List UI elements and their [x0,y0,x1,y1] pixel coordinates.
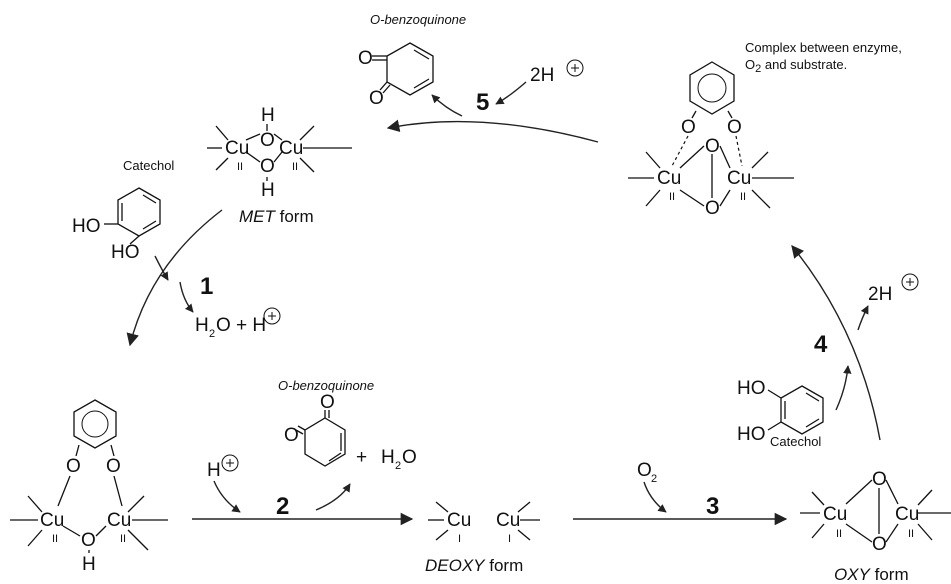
met-o-bottom: O [260,156,275,177]
step-4-label: 4 [814,331,828,358]
met-cu-left: Cu [225,138,249,159]
o2-step3-o: O [637,460,652,481]
met-form-label: MET form [239,207,314,226]
catechol-left: Catechol HO HO [72,158,174,263]
complex-left-h-bridge: H [82,554,96,575]
met-catechol-complex: O O Cu Cu II II O H [10,399,168,575]
obenzoquinone-top: O-benzoquinone O O [358,12,466,109]
complex-right-o2: O [727,117,742,138]
complex-left-ox1: II [52,533,58,545]
oxy-cu-left: Cu [823,504,847,525]
complex-right-ox1: II [669,191,675,203]
catechol-right-ho1: HO [737,378,766,399]
h2o-step2-sub: 2 [395,460,401,472]
catechol-right-label: Catechol [770,434,821,449]
deoxy-ox-left: I [458,533,461,545]
obenzoquinone-bottom-label: O-benzoquinone [278,378,374,393]
complex-label-line1: Complex between enzyme, [745,40,902,55]
enzyme-o2-substrate-complex: O O O O Cu Cu II II [628,61,794,219]
catechol-left-ho1: HO [72,216,101,237]
oxy-ox-right: II [908,528,914,540]
h-plus-step2: H [207,454,239,481]
h2o-step2-h: H [381,447,395,468]
met-o-top: O [260,130,275,151]
quinone-top-o1: O [358,48,373,69]
step-5-label: 5 [476,89,489,116]
complex-right-cu2: Cu [727,168,751,189]
oxy-form-label: OXY form [834,565,909,584]
deoxy-cu-left: Cu [447,510,471,531]
h2o-step2-o: O [402,447,417,468]
deoxy-form-structure: Cu Cu I I [428,501,540,545]
met-h-bottom: H [261,180,275,201]
met-h-top: H [261,105,275,126]
deoxy-form-label: DEOXY form [425,556,523,575]
complex-left-ox2: II [120,533,126,545]
h2o-step1-rest: O + H [216,315,266,336]
oxy-cu-right: Cu [895,504,919,525]
two-h-plus-step4-text: 2H [868,284,892,305]
oxy-o-top: O [872,469,887,490]
deoxy-cu-right: Cu [496,510,520,531]
met-cu-right: Cu [279,138,303,159]
oxy-o-bottom: O [872,534,887,555]
complex-right-o1: O [681,117,696,138]
deoxy-ox-right: I [508,533,511,545]
h-plus-step2-text: H [207,460,221,481]
catechol-right-ho2: HO [737,424,766,445]
plus-sign-step2: + [356,447,367,468]
complex-label-line2: O2 and substrate. [745,57,847,75]
two-h-plus-step4: 2H [868,273,919,305]
two-h-plus-step5-text: 2H [530,65,554,86]
complex-left-cu1: Cu [40,510,64,531]
h2o-plus-h-step1: H 2 O + H [195,307,281,340]
step-2-label: 2 [276,493,289,520]
complex-right-ox2: II [740,191,746,203]
complex-right-o-bottom: O [705,198,720,219]
o2-step3-sub: 2 [651,473,657,485]
met-form-structure: H O Cu Cu O H II II [207,105,352,201]
catechol-left-label: Catechol [123,158,174,173]
obenzoquinone-bottom: O-benzoquinone O O [278,378,374,467]
oxy-ox-left: II [836,528,842,540]
catechol-right: HO HO Catechol [737,378,824,449]
plus-h2o-step2: + H 2 O [356,447,417,472]
met-ox-left: II [237,161,243,173]
oxy-form-structure: O O Cu Cu II II [800,469,951,555]
h2o-step1-h: H [195,315,209,336]
two-h-plus-step5: 2H [530,59,584,86]
quinone-bottom-o1: O [320,392,335,413]
h2o-step1-sub: 2 [209,328,215,340]
obenzoquinone-top-label: O-benzoquinone [370,12,466,27]
complex-right-o-top: O [705,136,720,157]
o2-step3: O 2 [637,460,657,485]
complex-left-o2: O [106,456,121,477]
step-3-label: 3 [706,493,719,520]
complex-left-cu2: Cu [107,510,131,531]
quinone-bottom-o2: O [284,425,299,446]
complex-left-o-bridge: O [81,530,96,551]
complex-left-o1: O [66,456,81,477]
quinone-top-o2: O [369,88,384,109]
step-1-label: 1 [200,273,213,300]
complex-right-cu1: Cu [657,168,681,189]
met-ox-right: II [292,161,298,173]
catechol-left-ho2: HO [111,242,140,263]
